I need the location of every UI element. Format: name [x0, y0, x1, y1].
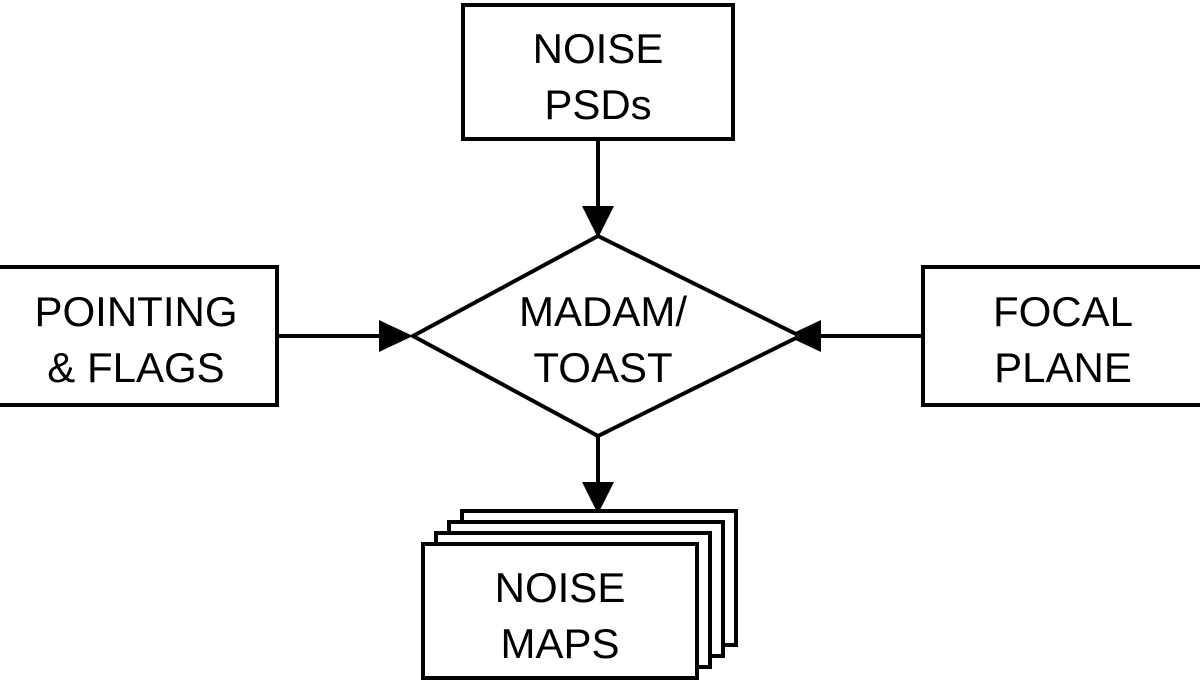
- noise-maps-label-line1: NOISE: [495, 564, 626, 611]
- connector-focalplane-to-madam: [787, 320, 923, 352]
- noise-psds-label-line1: NOISE: [533, 25, 664, 72]
- madam-toast-label-line2: TOAST: [533, 344, 672, 391]
- node-pointing-flags[interactable]: POINTING & FLAGS: [0, 265, 279, 407]
- node-noise-psds[interactable]: NOISE PSDs: [461, 3, 735, 141]
- connector-pointing-to-madam-arrowhead: [379, 320, 413, 352]
- node-madam-toast[interactable]: MADAM/ TOAST: [408, 233, 805, 439]
- node-focal-plane[interactable]: FOCAL PLANE: [921, 265, 1200, 407]
- focal-plane-label-line2: PLANE: [994, 344, 1132, 391]
- connector-psds-to-madam: [582, 139, 614, 238]
- pointing-flags-label-line2: & FLAGS: [47, 344, 224, 391]
- focal-plane-label-line1: FOCAL: [993, 288, 1133, 335]
- madam-toast-diamond: [408, 233, 805, 439]
- noise-psds-box: [461, 3, 735, 141]
- connector-pointing-to-madam: [277, 320, 413, 352]
- connector-madam-to-maps: [582, 436, 614, 514]
- madam-toast-label-line1: MADAM/: [519, 288, 687, 335]
- noise-maps-label-line2: MAPS: [500, 620, 619, 667]
- noise-maps-stack-sheet-1: [421, 542, 699, 680]
- pointing-flags-label-line1: POINTING: [34, 288, 237, 335]
- node-noise-maps[interactable]: NOISE MAPS: [421, 509, 738, 680]
- connector-madam-to-maps-arrowhead: [582, 482, 614, 514]
- connector-psds-to-madam-arrowhead: [582, 206, 614, 238]
- noise-psds-label-line2: PSDs: [544, 81, 651, 128]
